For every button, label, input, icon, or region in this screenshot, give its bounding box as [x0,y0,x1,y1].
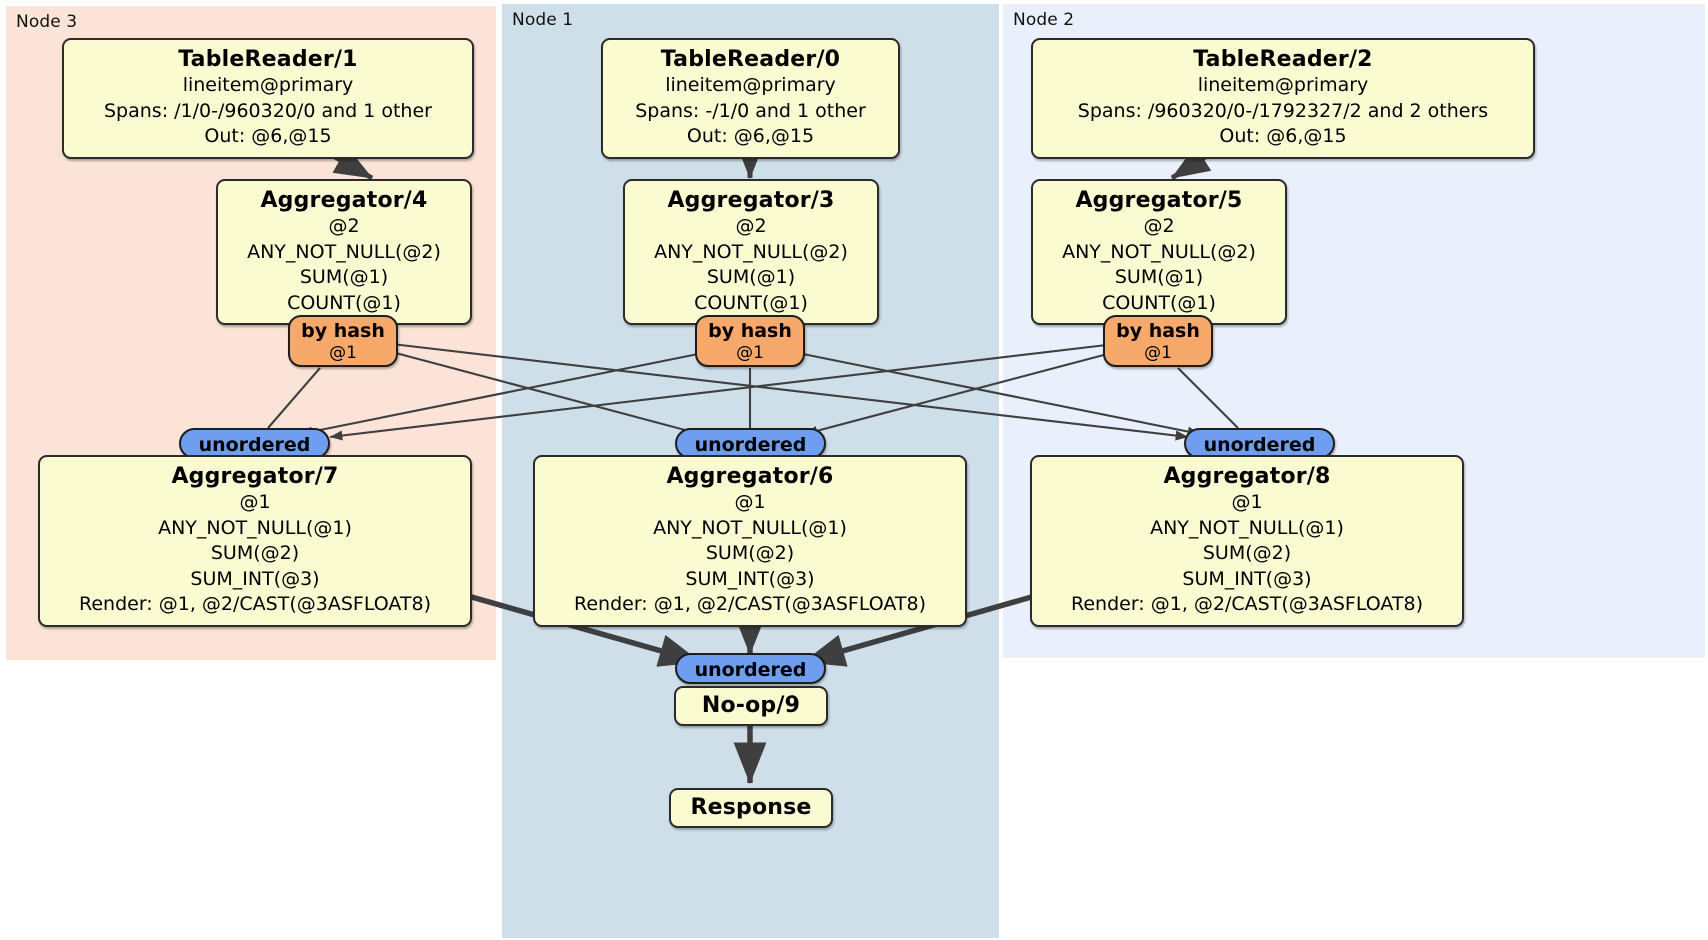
processor-line: SUM_INT(@3) [685,567,815,590]
processor-aggregator-4[interactable]: Aggregator/4 @2 ANY_NOT_NULL(@2) SUM(@1)… [216,179,472,325]
processor-title: TableReader/2 [1193,47,1373,72]
processor-line: ANY_NOT_NULL(@1) [1150,516,1344,539]
processor-line: COUNT(@1) [287,291,401,314]
processor-line: Render: @1, @2/CAST(@3ASFLOAT8) [1071,593,1423,615]
processor-title: Aggregator/4 [260,188,428,213]
processor-line: @1 [239,491,271,513]
processor-title: Aggregator/3 [667,188,835,213]
processor-line: COUNT(@1) [1102,291,1216,314]
synchronizer-label: unordered [198,434,311,456]
node-panel-label-node3: Node 3 [16,12,78,32]
synchronizer-label: unordered [694,434,807,456]
processor-line: ANY_NOT_NULL(@2) [654,240,848,263]
router-label: by hash [301,320,385,342]
processor-line: ANY_NOT_NULL(@1) [653,516,847,539]
processor-title: TableReader/0 [660,47,841,72]
processor-title: Aggregator/6 [666,464,834,489]
processor-table-reader-1[interactable]: TableReader/1 lineitem@primary Spans: /1… [62,38,474,159]
processor-line: Render: @1, @2/CAST(@3ASFLOAT8) [79,593,431,615]
processor-title: TableReader/1 [178,47,358,72]
processor-line: ANY_NOT_NULL(@2) [247,240,441,263]
processor-line: SUM(@1) [1114,266,1204,288]
processor-line: lineitem@primary [1197,74,1369,96]
processor-line: SUM(@1) [706,266,796,288]
processor-no-op-9[interactable]: No-op/9 [674,686,828,726]
processor-line: @1 [1231,491,1263,513]
processor-line: COUNT(@1) [694,291,808,314]
processor-title: Response [690,795,812,820]
processor-line: SUM(@1) [299,266,389,288]
processor-line: Out: @6,@15 [204,125,332,147]
processor-title: Aggregator/5 [1075,188,1243,213]
processor-line: lineitem@primary [182,74,354,96]
processor-line: SUM_INT(@3) [190,567,320,590]
processor-line: lineitem@primary [665,74,836,96]
router-label: by hash [1116,320,1200,342]
router-column: @1 [1144,343,1172,363]
processor-line: Out: @6,@15 [1219,125,1347,147]
synchronizer-label: unordered [694,659,807,681]
processor-table-reader-2[interactable]: TableReader/2 lineitem@primary Spans: /9… [1031,38,1535,159]
unordered-synchronizer-left[interactable]: unordered [179,428,330,459]
processor-title: Aggregator/8 [1163,464,1331,489]
hash-router-left[interactable]: by hash @1 [288,315,398,367]
processor-line: Spans: -/1/0 and 1 other [635,99,866,122]
processor-response[interactable]: Response [669,788,833,828]
processor-aggregator-8[interactable]: Aggregator/8 @1 ANY_NOT_NULL(@1) SUM(@2)… [1030,455,1464,627]
unordered-synchronizer-center[interactable]: unordered [675,428,826,459]
processor-aggregator-5[interactable]: Aggregator/5 @2 ANY_NOT_NULL(@2) SUM(@1)… [1031,179,1287,325]
processor-line: @2 [328,215,360,237]
processor-line: SUM(@2) [705,542,795,564]
hash-router-right[interactable]: by hash @1 [1103,315,1213,367]
processor-line: Render: @1, @2/CAST(@3ASFLOAT8) [574,593,926,615]
processor-line: Out: @6,@15 [686,125,815,147]
processor-aggregator-3[interactable]: Aggregator/3 @2 ANY_NOT_NULL(@2) SUM(@1)… [623,179,879,325]
hash-router-center[interactable]: by hash @1 [695,315,805,367]
node-panel-label-node2: Node 2 [1013,10,1075,30]
processor-aggregator-6[interactable]: Aggregator/6 @1 ANY_NOT_NULL(@1) SUM(@2)… [533,455,967,627]
router-column: @1 [329,343,357,363]
processor-line: SUM(@2) [1202,542,1292,564]
router-label: by hash [708,320,792,342]
processor-line: ANY_NOT_NULL(@2) [1062,240,1256,263]
processor-line: @2 [1143,215,1175,237]
processor-title: No-op/9 [701,693,801,718]
processor-line: Spans: /1/0-/960320/0 and 1 other [104,99,432,122]
unordered-synchronizer-final[interactable]: unordered [675,653,826,684]
processor-line: Spans: /960320/0-/1792327/2 and 2 others [1077,99,1489,122]
processor-line: @2 [735,215,767,237]
synchronizer-label: unordered [1203,434,1316,456]
processor-aggregator-7[interactable]: Aggregator/7 @1 ANY_NOT_NULL(@1) SUM(@2)… [38,455,472,627]
processor-line: ANY_NOT_NULL(@1) [158,516,352,539]
node-panel-label-node1: Node 1 [512,10,574,30]
processor-title: Aggregator/7 [171,464,339,489]
router-column: @1 [736,343,764,363]
processor-line: @1 [734,491,766,513]
processor-table-reader-0[interactable]: TableReader/0 lineitem@primary Spans: -/… [601,38,900,159]
processor-line: SUM(@2) [210,542,300,564]
processor-line: SUM_INT(@3) [1182,567,1312,590]
